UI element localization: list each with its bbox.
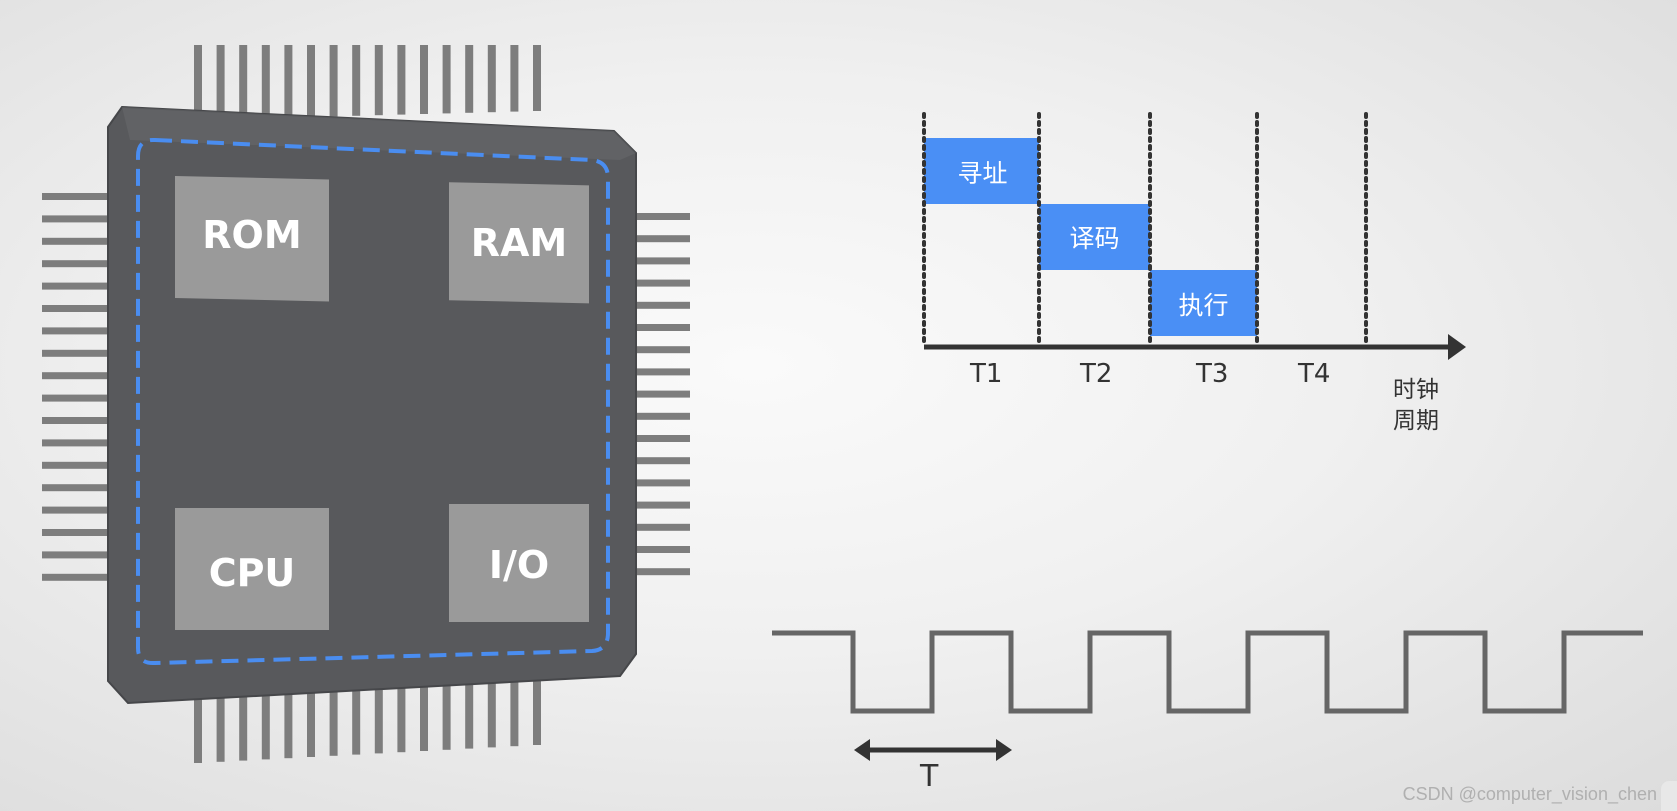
tick-label-t3: T3 [1196,359,1229,389]
chip-dashed-border [136,137,610,666]
chip-pin-bottom [216,676,225,762]
chip-pin-left [42,417,122,424]
chip-pin-left [42,282,122,290]
chip-pin-bottom [487,662,496,748]
chip-pin-top [510,45,519,112]
rom-label: ROM [202,213,302,257]
chip-pin-top [420,45,428,114]
watermark: CSDN @computer_vision_chen [1402,784,1657,804]
chip-pin-bottom [194,678,202,763]
chip-pin-right [620,235,690,243]
period-arrow-right-head [996,739,1012,761]
chip-pin-bottom [510,661,519,747]
chip-pin-right [620,279,690,287]
chip-pin-right [620,257,690,265]
microcontroller-chip [42,45,690,763]
chip-pin-top [487,45,496,113]
chip-pin-bottom [352,669,361,755]
ram-block [449,182,589,304]
chip-pin-right [620,568,690,576]
chip-pin-top [216,45,225,120]
chip-pin-left [42,193,122,200]
chip-pin-top [465,45,474,113]
chip-pin-top [194,45,202,120]
chip-pin-bottom [420,666,428,751]
chip-pin-left [42,461,122,469]
chip-pin-right [620,213,690,220]
chip-pins [42,45,690,763]
stage-label-decode: 译码 [1069,224,1120,253]
chip-pin-right [620,523,690,531]
cpu-block [175,508,329,630]
period-label: T [920,759,939,794]
tick-label-t1: T1 [970,359,1003,389]
chip-pin-left [42,349,122,357]
period-arrow-left-head [854,739,870,761]
axis-label-line1: 时钟 [1393,377,1439,403]
chip-pin-bottom [374,668,383,754]
clock-waveform [772,630,1643,714]
chip-body-highlight [122,107,636,160]
chip-pin-bottom [261,674,270,760]
chip-pin-bottom [442,664,451,750]
chip-pin-right [620,346,690,354]
chip-pin-left [42,529,122,536]
chip-pin-top [397,45,406,115]
chip-pin-right [620,479,690,487]
chip-pin-bottom [397,667,406,753]
chip-pin-bottom [239,675,248,761]
chip-pin-left [42,506,122,514]
chip-pin-right [620,457,690,465]
chip-pin-right [620,546,690,553]
chip-pin-top [239,45,248,119]
chip-pin-left [42,439,122,447]
chip-pin-top [374,45,383,116]
chip-pin-left [42,372,122,380]
watermark-logo-icon [1661,781,1677,811]
time-axis-arrowhead [1448,334,1466,360]
chip-pin-right [620,324,690,331]
chip-pin-right [620,368,690,376]
chip-pin-left [42,394,122,402]
chip-pin-bottom [284,673,293,759]
stage-label-execute: 执行 [1178,291,1229,320]
chip-pin-bottom [307,672,315,757]
chip-pin-bottom [465,663,474,749]
rom-block [175,175,329,302]
chip-pin-bottom [533,660,541,745]
axis-label-clock: 时钟 周期 [1393,375,1439,437]
ram-label: RAM [470,221,568,265]
chip-pin-left [42,551,122,559]
chip-pin-left [42,573,122,581]
chip-pin-top [352,45,361,116]
chip-pin-right [620,301,690,309]
chip-pin-left [42,260,122,268]
chip-pin-left [42,237,122,245]
chip-pin-top [442,45,451,114]
io-label: I/O [488,543,550,587]
chip-pin-right [620,435,690,442]
chip-pin-bottom [329,670,338,756]
tick-label-t2: T2 [1080,359,1113,389]
stage-label-addressing: 寻址 [957,159,1008,188]
tick-label-t4: T4 [1298,359,1331,389]
chip-pin-top [284,45,293,118]
axis-label-line2: 周期 [1393,408,1439,435]
chip-pin-top [533,45,541,111]
io-block [449,504,589,622]
chip-pin-top [261,45,270,119]
cpu-label: CPU [208,551,296,595]
chip-pin-left [42,305,122,312]
chip-pin-right [620,501,690,509]
chip-pin-top [307,45,315,117]
chip-pin-left [42,215,122,223]
chip-pin-right [620,390,690,398]
chip-pin-top [329,45,338,117]
chip-pin-left [42,327,122,335]
chip-pin-left [42,484,122,492]
chip-pin-right [620,412,690,420]
